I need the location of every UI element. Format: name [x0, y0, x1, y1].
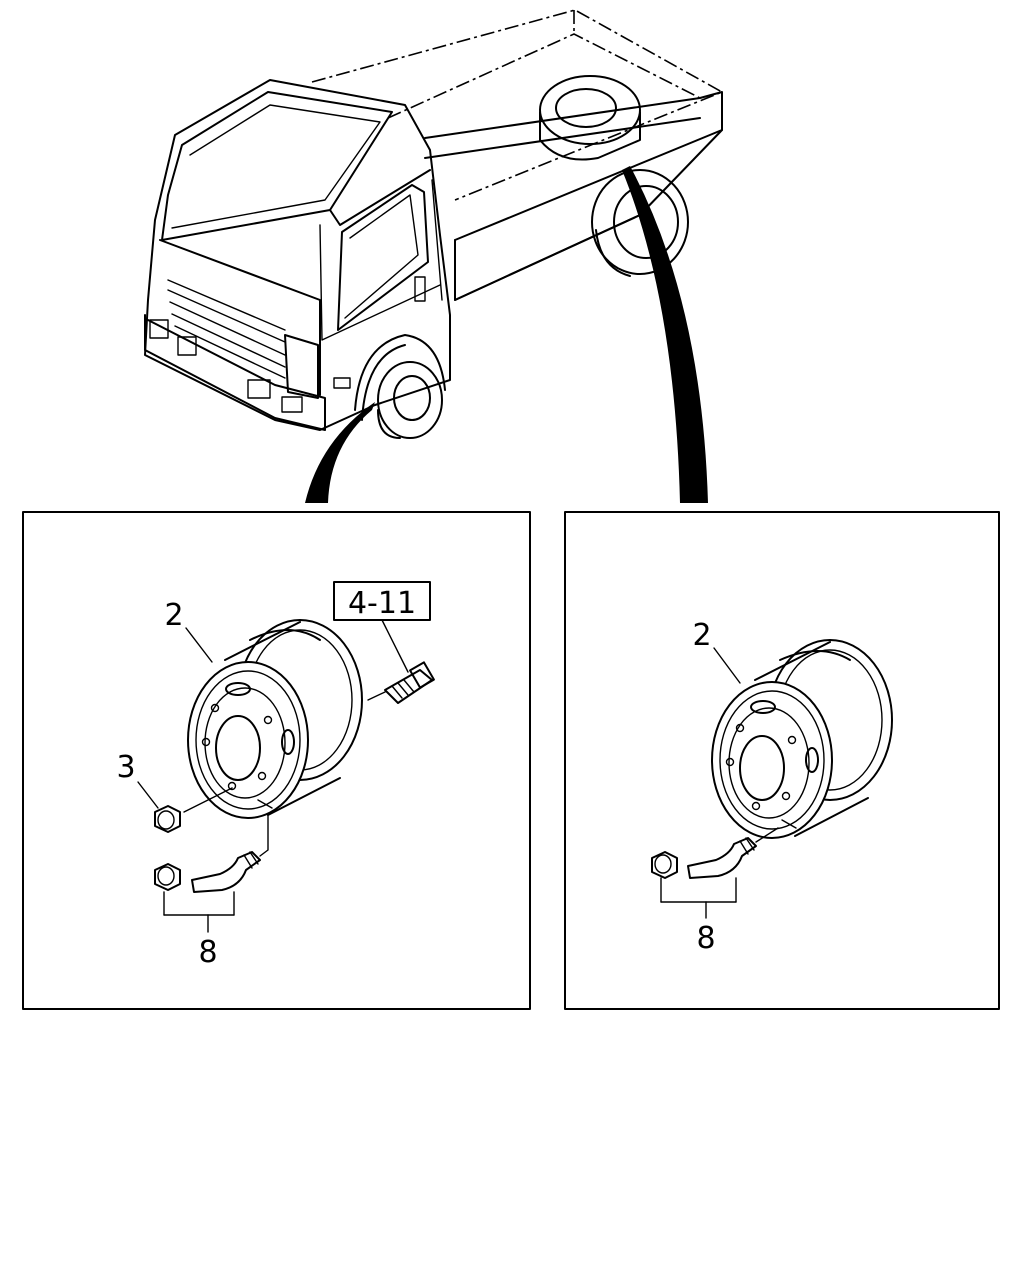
reference-label: 4-11	[348, 586, 416, 621]
hub-bolt	[367, 661, 435, 704]
truck-illustration	[144, 9, 724, 503]
callout-nut: 3	[116, 750, 135, 785]
leader-front-wedge	[305, 402, 375, 503]
leader-rear-wedge	[622, 166, 708, 503]
cargo-bed	[311, 9, 724, 301]
wheel-rim	[187, 619, 363, 819]
callout-valve-left: 8	[198, 935, 217, 970]
callout-valve-right: 8	[696, 921, 715, 956]
valve-assembly-left	[154, 814, 269, 933]
valve-assembly-right	[651, 827, 779, 919]
rear-wheel	[591, 169, 689, 277]
wheel-rim-right	[711, 639, 893, 839]
callout-wheel-left: 2	[164, 598, 183, 633]
front-wheel	[377, 361, 443, 439]
right-detail-panel: 2 8	[564, 511, 1000, 1010]
cab	[144, 79, 451, 431]
wheel-nut	[154, 805, 181, 833]
callout-wheel-right: 2	[692, 618, 711, 653]
left-detail-panel: 4-11	[22, 511, 531, 1010]
